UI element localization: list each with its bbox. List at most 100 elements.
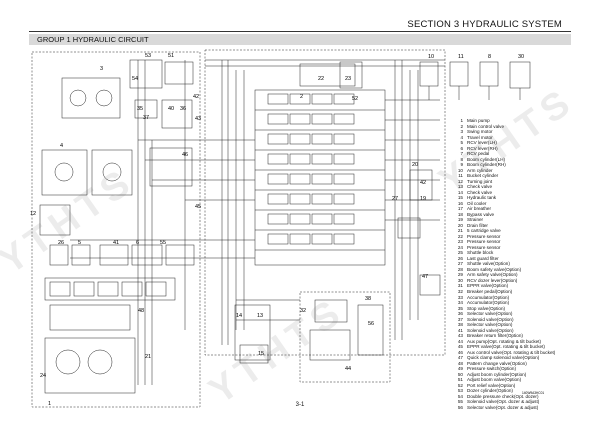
legend-label: Adjust boom cylinder(Option) (467, 371, 527, 377)
legend-label: Turning joint (467, 178, 493, 184)
legend-label: Double pressure check(Opt. dozer) (467, 393, 539, 399)
callout-37: 37 (143, 115, 149, 121)
legend-number: 53 (457, 388, 463, 394)
legend-label: Main pump (467, 118, 490, 123)
group-title: GROUP 1 HYDRAULIC CIRCUIT (37, 35, 149, 44)
legend-number: 8 (460, 156, 463, 162)
legend-number: 30 (457, 277, 463, 283)
legend-label: Selector valve(Option) (467, 311, 513, 317)
legend-number: 41 (457, 327, 463, 333)
callout-46: 46 (182, 152, 188, 158)
callout-47: 47 (422, 274, 428, 280)
legend-number: 23 (457, 239, 463, 245)
legend-number: 5 (460, 140, 463, 146)
legend-row: 18 Bypass valve (451, 212, 586, 218)
legend-label: Aux pump(Opt. rotating & tilt bucket) (467, 338, 542, 344)
legend-number: 35 (457, 305, 463, 311)
callout-24: 24 (40, 373, 46, 379)
legend-label: Bucket cylinder (467, 173, 499, 179)
legend-label: Solenoid valve(Option) (467, 316, 514, 322)
callout-4: 4 (60, 143, 63, 149)
callout-30: 30 (518, 54, 524, 60)
callout-32: 32 (300, 308, 306, 314)
legend-number: 49 (457, 366, 463, 372)
legend-label: Dozer cylinder(Option) (467, 388, 513, 394)
legend-label: Travel motor (467, 134, 493, 140)
legend-label: EPPR valve(Option) (467, 283, 509, 289)
legend-label: Pressure sensor (467, 233, 501, 239)
callout-44: 44 (345, 366, 351, 372)
legend-label: Boom safety valve(Option) (467, 266, 522, 272)
legend-label: Check valve (467, 189, 493, 195)
legend-label: Selector valve(Option) (467, 322, 513, 328)
callout-27: 27 (392, 196, 398, 202)
group-title-bar (29, 34, 571, 45)
legend-number: 32 (457, 288, 463, 294)
legend-number: 14 (457, 189, 463, 195)
legend-label: Boom cylinder(RH) (467, 162, 506, 168)
callout-36: 36 (180, 106, 186, 112)
legend-row: 51 Adjust boom valve(Option) (451, 377, 586, 383)
legend-label: Adjust boom valve(Option) (467, 377, 522, 383)
legend-number: 52 (457, 382, 463, 388)
callout-11: 11 (458, 54, 464, 60)
legend-number: 2 (460, 123, 463, 129)
legend-label: Solenoid valve(Option) (467, 327, 514, 333)
callout-1: 1 (48, 401, 51, 407)
callout-22: 22 (318, 76, 324, 82)
legend-number: 9 (460, 162, 463, 168)
legend-number: 10 (457, 167, 463, 173)
legend-number: 45 (457, 344, 463, 350)
callout-13: 13 (257, 313, 263, 319)
legend-number: 38 (457, 322, 463, 328)
legend-number: 31 (457, 283, 463, 289)
callout-8: 8 (488, 54, 491, 60)
legend-label: Breaker pedal(Option) (467, 288, 513, 294)
callout-2: 2 (300, 94, 303, 100)
legend-row: 32 Breaker pedal(Option) (451, 289, 586, 295)
legend-label: Accumulator(Option) (467, 294, 510, 300)
legend-label: Pressure switch(Option) (467, 366, 517, 372)
legend-label: RCV lever(RH) (467, 145, 498, 151)
legend-label: Main control valve (467, 123, 505, 129)
legend-number: 25 (457, 250, 463, 256)
callout-54: 54 (132, 76, 138, 82)
legend-number: 34 (457, 300, 463, 306)
callout-15: 15 (258, 351, 264, 357)
legend-label: Solenoid valve(Opt. dozer & adjust) (467, 399, 540, 405)
callout-20: 20 (412, 162, 418, 168)
legend-number: 51 (457, 377, 463, 383)
callout-21: 21 (145, 354, 151, 360)
legend-label: Drain filter (467, 222, 488, 228)
legend-label: Air breather (467, 206, 492, 212)
legend-number: 20 (457, 222, 463, 228)
legend-number: 48 (457, 360, 463, 366)
legend-number: 13 (457, 184, 463, 190)
callout-26: 26 (58, 240, 64, 246)
drawing-code: 140W9A3HC01 (522, 391, 544, 395)
legend-row: 20 Drain filter (451, 223, 586, 229)
legend-label: Bypass valve (467, 211, 495, 217)
legend-label: Quick clamp solenoid valve(Option) (467, 355, 540, 361)
legend-row: 49 Pressure switch(Option) (451, 366, 586, 372)
callout-55: 55 (160, 240, 166, 246)
legend-number: 18 (457, 211, 463, 217)
callout-14: 14 (236, 313, 242, 319)
